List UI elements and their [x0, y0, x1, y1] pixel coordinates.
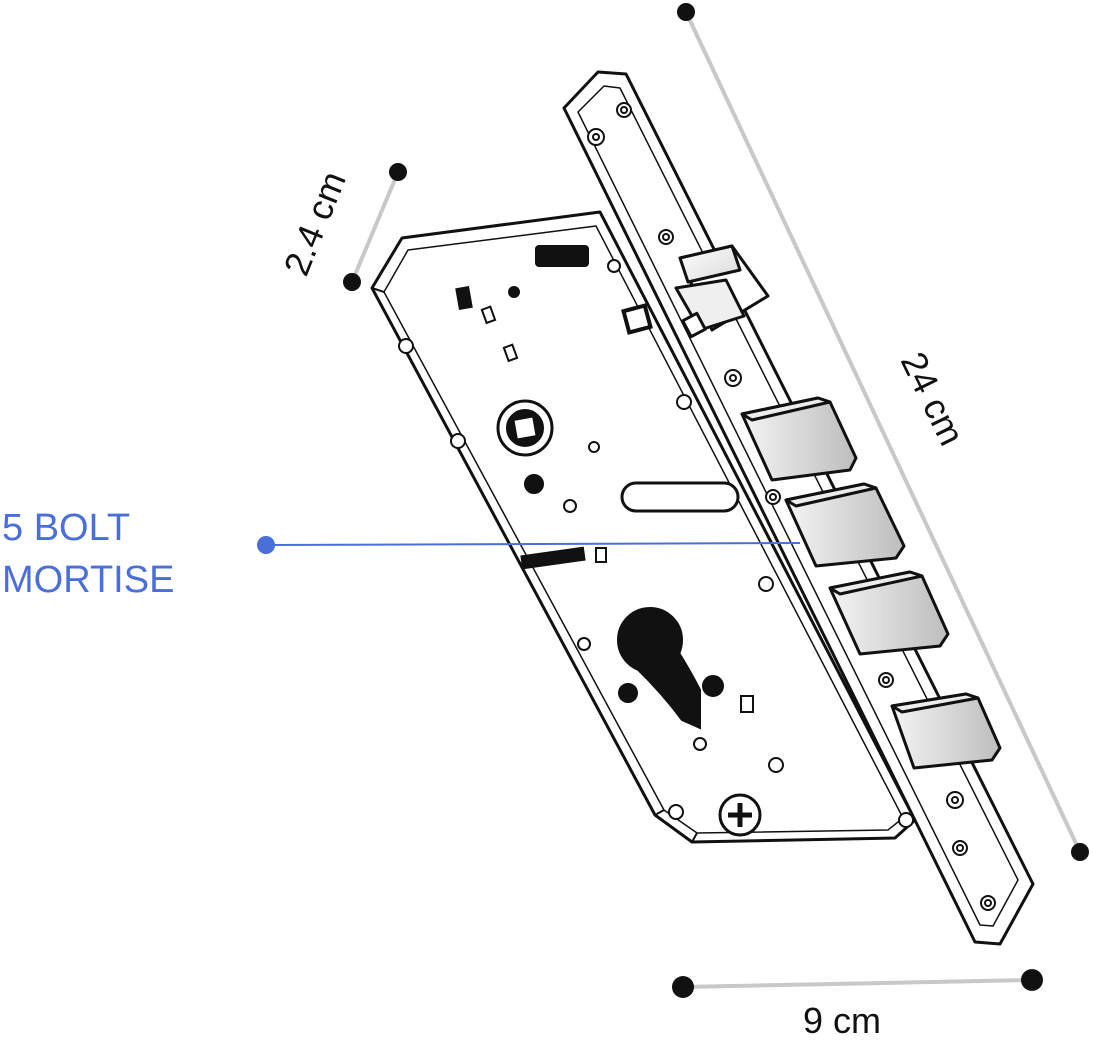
- width-dimension-line: [682, 978, 1033, 989]
- screw-icon: [878, 672, 894, 688]
- spindle-hub-icon: [496, 399, 554, 457]
- dead-bolt-2: [784, 482, 906, 568]
- height-label: 24 cm: [893, 346, 973, 452]
- faceplate-screws: [587, 102, 996, 911]
- dead-bolt-1: [740, 396, 858, 482]
- dead-bolt-3: [828, 570, 950, 656]
- width-end-dot: [1021, 969, 1043, 991]
- callout-label-line2: MORTISE: [2, 559, 174, 601]
- callout-label-line1: 5 BOLT: [2, 507, 130, 549]
- screw-icon: [946, 791, 964, 809]
- screw-icon: [980, 895, 996, 911]
- callout: 5 BOLT MORTISE: [2, 507, 801, 601]
- screw-icon: [765, 489, 781, 505]
- latch-bolt: [674, 244, 770, 339]
- screw-icon: [952, 840, 968, 856]
- dead-bolt-4: [890, 692, 1002, 770]
- depth-end-dot: [343, 273, 361, 291]
- callout-dot: [257, 536, 275, 554]
- width-label: 9 cm: [803, 1000, 881, 1041]
- width-end-dot: [672, 976, 694, 998]
- height-end-dot: [677, 3, 695, 21]
- screw-icon: [616, 102, 632, 118]
- screw-icon: [658, 229, 674, 245]
- cylinder-hole-icon: [617, 607, 701, 730]
- height-end-dot: [1071, 843, 1089, 861]
- screw-icon: [587, 128, 605, 146]
- slot-icon: [535, 245, 589, 267]
- height-dimension-line: [684, 11, 1082, 853]
- dead-bolts: [740, 396, 1002, 770]
- depth-end-dot: [389, 163, 407, 181]
- depth-label: 2.4 cm: [275, 165, 353, 281]
- depth-dimension-line: [350, 171, 400, 283]
- body-features: [398, 245, 914, 837]
- phillips-screw-icon: [718, 793, 762, 837]
- dimension-lines: [343, 3, 1089, 998]
- screw-icon: [724, 369, 742, 387]
- callout-leader-line: [265, 542, 801, 546]
